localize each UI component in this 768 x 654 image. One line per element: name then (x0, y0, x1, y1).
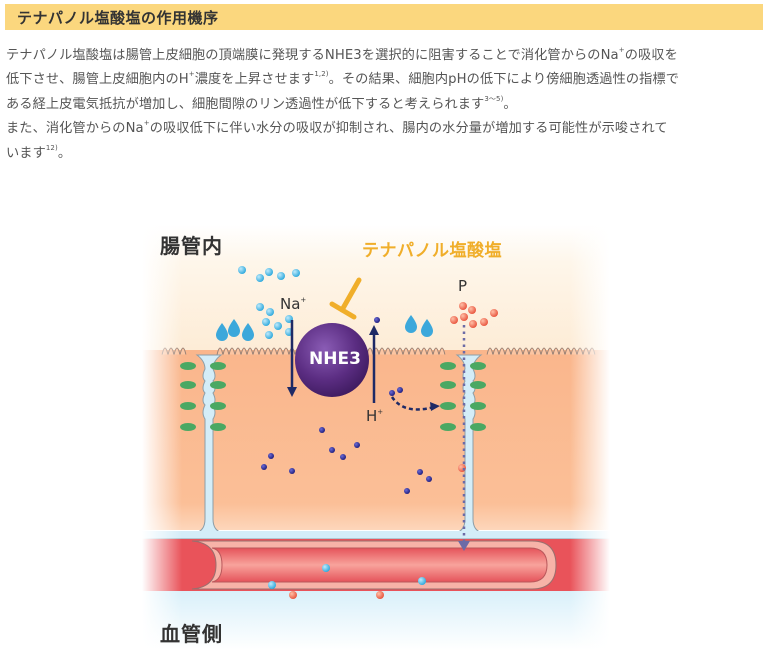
paragraph-1: テナパノル塩酸塩は腸管上皮細胞の頂端膜に発現するNHE3を選択的に阻害することで… (6, 46, 680, 112)
section-header: テナパノル塩酸塩の作用機序 (5, 4, 763, 30)
section-title: テナパノル塩酸塩の作用機序 (17, 9, 219, 27)
tight-junction-proteins (180, 362, 486, 431)
nhe3-transporter (295, 323, 369, 397)
mechanism-diagram: 腸管内 血管側 テナパノル塩酸塩 NHE3 Na+ H+ P (142, 225, 610, 650)
sodium-label: Na+ (280, 295, 307, 313)
lumen-label: 腸管内 (160, 234, 223, 258)
reference: 1,2) (314, 70, 329, 79)
description-text: テナパノル塩酸塩は腸管上皮細胞の頂端膜に発現するNHE3を選択的に阻害することで… (6, 44, 766, 166)
reference: 3～5) (484, 94, 504, 103)
blood-vessel-label: 血管側 (160, 622, 223, 646)
nhe3-label: NHE3 (309, 349, 361, 369)
diagram-illustration (142, 225, 610, 650)
proton-label: H+ (366, 407, 384, 425)
drug-label: テナパノル塩酸塩 (362, 241, 502, 261)
water-droplets (216, 315, 433, 341)
proton-ions (261, 317, 432, 494)
paragraph-2: また、消化管からのNa+の吸収低下に伴い水分の吸収が抑制され、腸内の水分量が増加… (6, 119, 668, 161)
phosphate-label: P (458, 277, 468, 295)
phosphate-ions (289, 302, 498, 599)
inhibitor-symbol (329, 277, 362, 320)
reference: 12) (45, 143, 58, 152)
